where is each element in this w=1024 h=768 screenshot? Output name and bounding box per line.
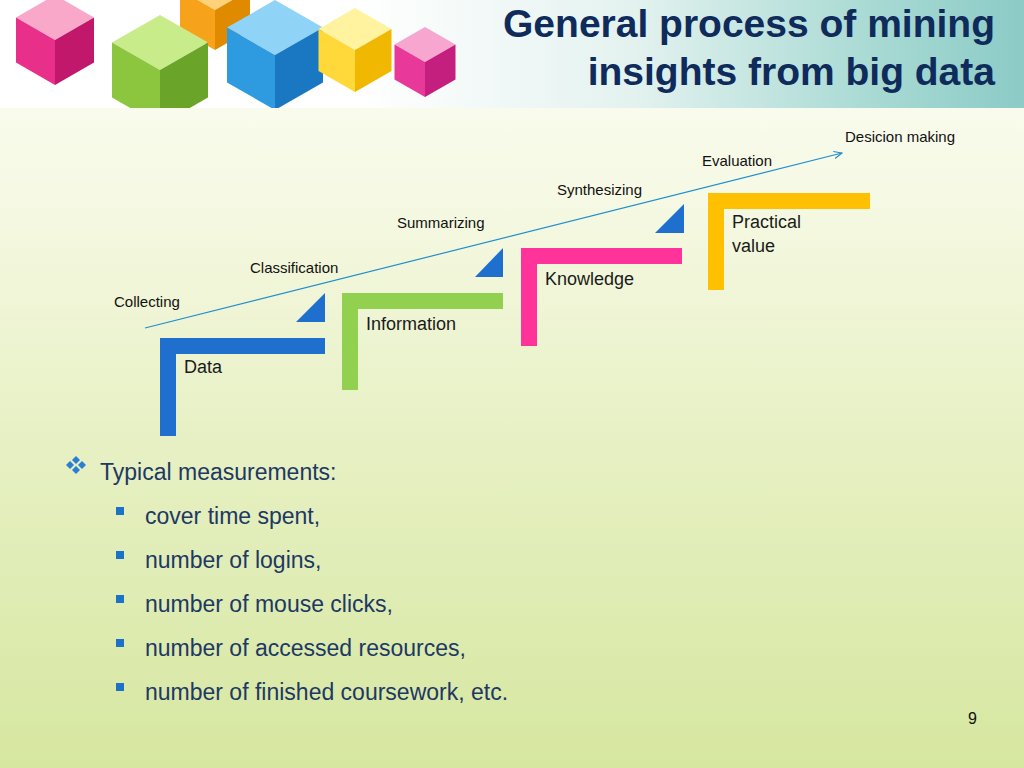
cube xyxy=(395,27,456,97)
list-item: number of accessed resources, xyxy=(145,634,466,662)
cube-face xyxy=(425,45,456,98)
cube xyxy=(319,8,392,92)
cube xyxy=(16,0,94,85)
step-action: Classification xyxy=(250,259,338,277)
list-item: number of logins, xyxy=(145,546,321,574)
step-action: Desicion making xyxy=(845,128,955,146)
square-bullet xyxy=(116,551,124,559)
step-name: Data xyxy=(184,355,324,379)
cube xyxy=(112,15,208,108)
square-bullet xyxy=(116,683,124,691)
step-name: Information xyxy=(366,312,506,336)
step-action: Synthesizing xyxy=(557,181,642,199)
bullet-part xyxy=(72,456,80,464)
step-band: Practical value xyxy=(708,193,870,290)
square-bullet xyxy=(116,507,124,515)
step-band: Knowledge xyxy=(521,248,682,346)
cube-face xyxy=(160,43,208,109)
square-bullet xyxy=(116,639,124,647)
square-bullet xyxy=(116,595,124,603)
page-number: 9 xyxy=(968,709,977,729)
slide-title: General process of mining insights from … xyxy=(435,0,995,96)
diamond-bullet xyxy=(66,456,86,474)
bullet-part xyxy=(78,461,86,469)
step-action: Summarizing xyxy=(397,214,485,232)
step-name: Practical value xyxy=(732,210,822,258)
cube-face xyxy=(112,43,160,109)
step-band: Information xyxy=(342,293,503,390)
step-triangle xyxy=(475,248,503,277)
cube-face xyxy=(16,18,55,86)
cubes-illustration xyxy=(16,0,456,108)
cube-face xyxy=(355,29,392,92)
step-band: Data xyxy=(160,338,325,436)
list-item: cover time spent, xyxy=(145,502,320,530)
step-triangle xyxy=(296,293,325,322)
bullet-part xyxy=(66,461,74,469)
list-heading: Typical measurements: xyxy=(100,458,336,486)
cube-face xyxy=(395,45,426,98)
cube-face xyxy=(55,18,94,86)
cube xyxy=(227,0,323,108)
cube-face xyxy=(275,28,323,109)
step-triangle xyxy=(655,204,684,233)
list-item: number of mouse clicks, xyxy=(145,590,393,618)
cube-face xyxy=(227,28,275,109)
step-name: Knowledge xyxy=(545,267,685,291)
cube-face xyxy=(319,29,356,92)
list-item: number of finished coursework, etc. xyxy=(145,678,508,706)
step-action: Evaluation xyxy=(702,152,772,170)
bullet-part xyxy=(72,466,80,474)
step-action: Collecting xyxy=(114,293,180,311)
